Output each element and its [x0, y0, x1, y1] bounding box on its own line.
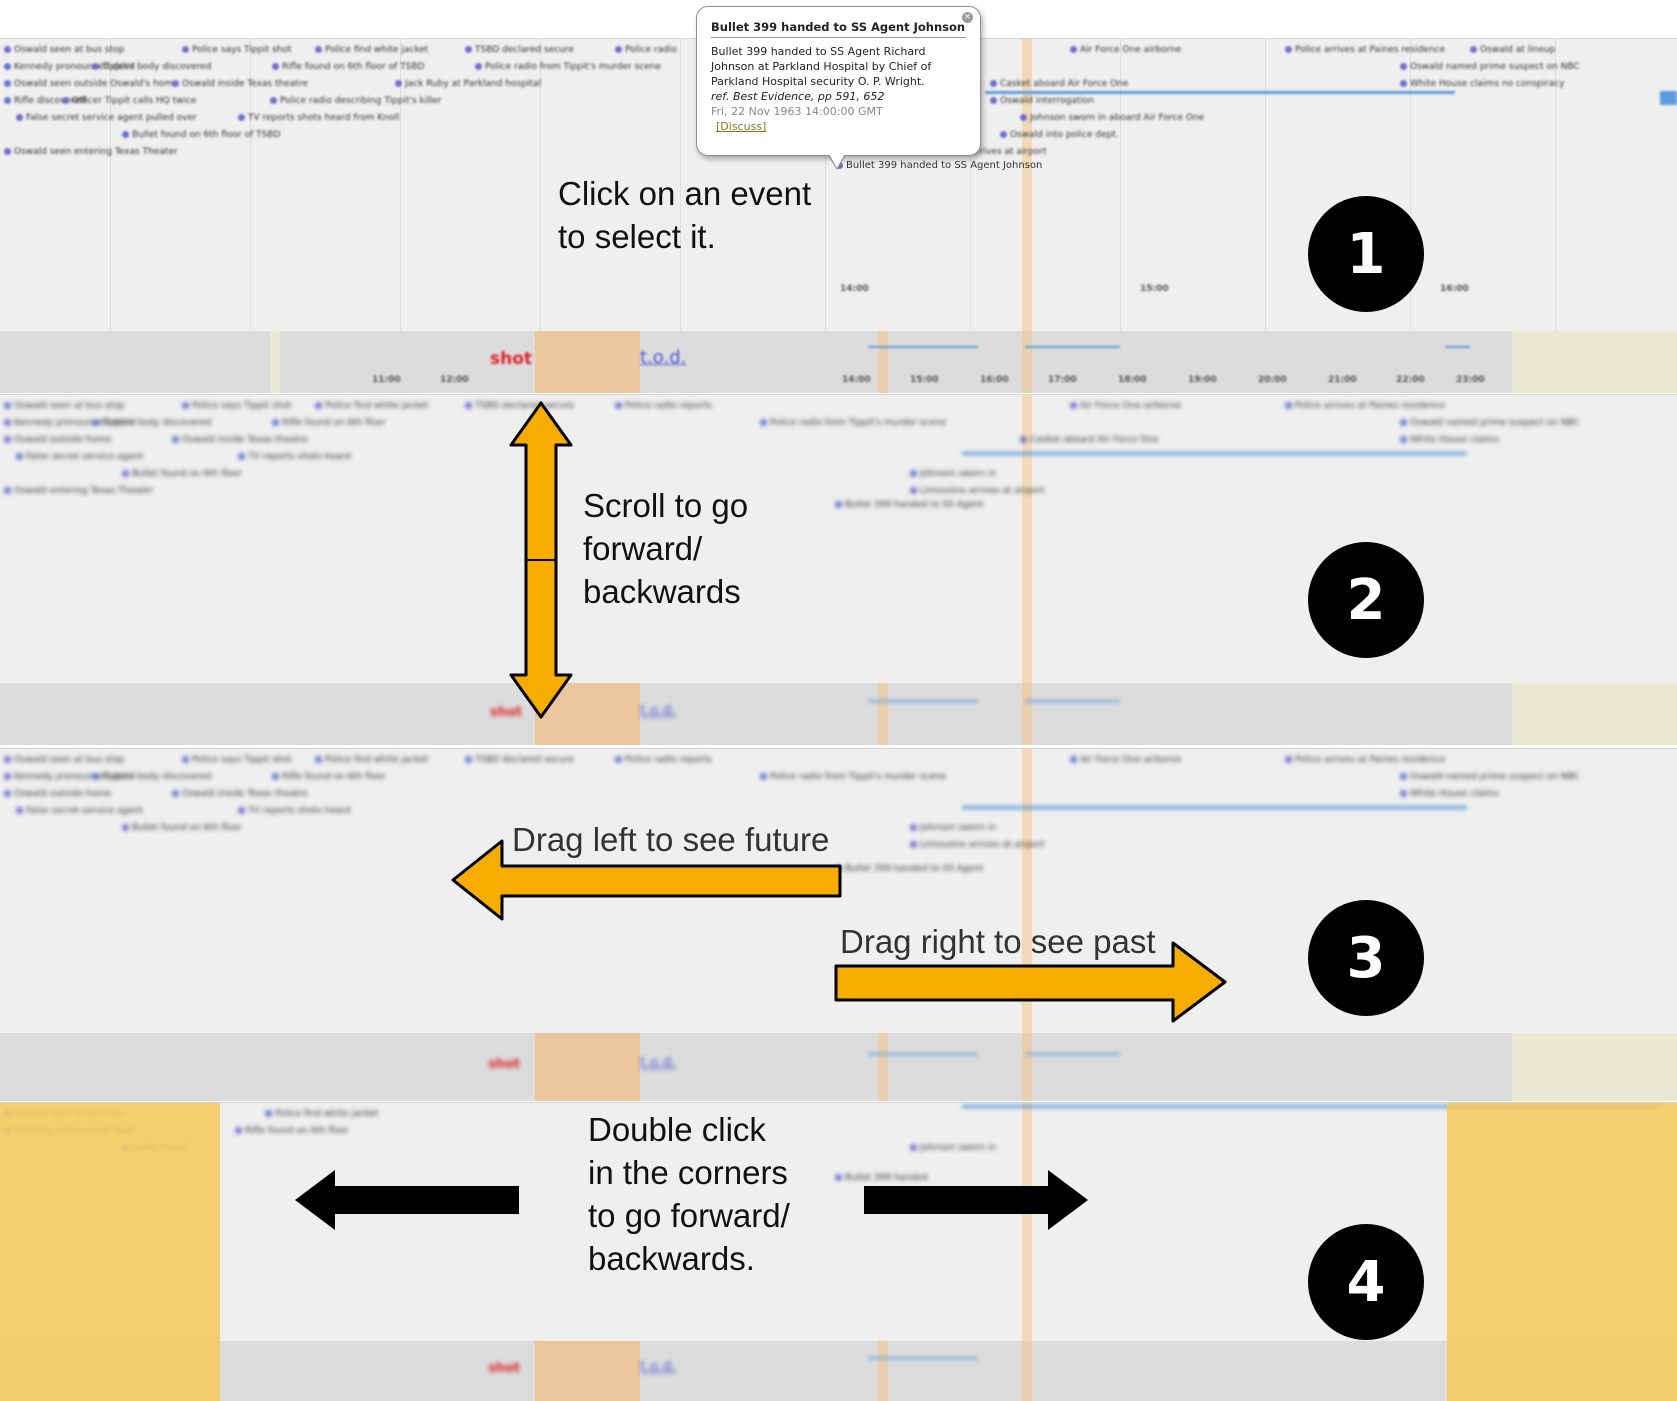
event-item[interactable]: Bullet found on 6th floor of TSBD	[122, 130, 280, 140]
event-item[interactable]: Rifle found on 6th floor of TSBD	[272, 62, 424, 72]
event-item[interactable]: Limousine arrives at airport	[912, 147, 1047, 157]
event-item[interactable]: Tippit's body discovered	[92, 62, 211, 72]
event-item[interactable]: TSBD declared secure	[465, 45, 574, 55]
step-4-badge: 4	[1308, 1224, 1424, 1340]
timeline-panel-2[interactable]: Oswald seen at bus stop Police says Tipp…	[0, 394, 1677, 745]
event-item[interactable]: Police radio from Tippit's murder scene	[475, 62, 661, 72]
drag-left-arrow-icon	[451, 839, 842, 921]
event-item[interactable]: Oswald named prime suspect on NBC	[1400, 62, 1580, 72]
step-3-right-text: Drag right to see past	[840, 923, 1156, 960]
event-item[interactable]: Oswald seen entering Texas Theater	[4, 147, 178, 157]
shot-marker[interactable]: shot	[490, 349, 533, 369]
event-item[interactable]: Johnson sworn in aboard Air Force One	[1020, 113, 1204, 123]
event-item[interactable]: Police says Tippit shot	[182, 45, 292, 55]
event-item[interactable]: Casket aboard Air Force One	[990, 79, 1128, 89]
left-corner-zone[interactable]	[0, 1103, 220, 1401]
event-popup: × Bullet 399 handed to SS Agent Johnson …	[696, 6, 981, 156]
event-item[interactable]: Oswald seen at bus stop	[4, 45, 124, 55]
step-4-text: Double click in the corners to go forwar…	[588, 1111, 790, 1277]
event-item[interactable]: Oswald interrogation	[990, 96, 1094, 106]
step-2-badge: 2	[1308, 542, 1424, 658]
event-item[interactable]: False secret service agent pulled over	[16, 113, 197, 123]
step-3-badge: 3	[1308, 900, 1424, 1016]
arrow-left-icon	[295, 1170, 519, 1230]
timeline-panel-4[interactable]: Oswald seen at bus stop Police find whit…	[0, 1102, 1677, 1401]
popup-title: Bullet 399 handed to SS Agent Johnson	[711, 20, 966, 38]
event-item[interactable]: TV reports shots heard from Knoll	[238, 113, 399, 123]
event-item[interactable]: Kennedy pronounced dead	[4, 62, 135, 72]
event-item[interactable]: Police radio	[615, 45, 677, 55]
event-item[interactable]: Officer Tippit calls HQ twice	[62, 96, 196, 106]
event-item[interactable]: Air Force One airborne	[1070, 45, 1181, 55]
selected-event[interactable]: Bullet 399 handed to SS Agent Johnson	[836, 160, 1042, 171]
time-marker	[1022, 39, 1032, 393]
event-item[interactable]: Oswald into police dept.	[1000, 130, 1119, 140]
event-item[interactable]: Police radio describing Tippit's killer	[270, 96, 442, 106]
event-item[interactable]: Police arrives at Paines residence	[1285, 45, 1445, 55]
step-3-left-text: Drag left to see future	[512, 821, 830, 858]
event-item[interactable]: Rifle discovered	[4, 96, 86, 106]
step-1-badge: 1	[1308, 196, 1424, 312]
popup-date: Fri, 22 Nov 1963 14:00:00 GMT	[711, 105, 883, 118]
tod-link[interactable]: t.o.d.	[640, 347, 687, 368]
close-icon[interactable]: ×	[962, 12, 973, 23]
right-corner-zone[interactable]	[1447, 1103, 1677, 1401]
event-item[interactable]: White House claims no conspiracy	[1400, 79, 1565, 89]
discuss-link[interactable]: [Discuss]	[716, 120, 767, 133]
drag-right-arrow-icon	[834, 941, 1227, 1023]
event-item[interactable]: Jack Ruby at Parkland hospital	[395, 79, 541, 89]
step-1-text: Click on an event to select it.	[558, 175, 812, 255]
event-item[interactable]: Oswald at lineup	[1470, 45, 1555, 55]
step-2-text: Scroll to go forward/ backwards	[583, 487, 749, 610]
timeline-panel-3[interactable]: Oswald seen at bus stop Police says Tipp…	[0, 748, 1677, 1101]
overview-band[interactable]: shot t.o.d. 11:00 12:00 14:00 15:00 16:0…	[0, 331, 1677, 393]
event-item[interactable]: Oswald inside Texas theatre	[172, 79, 308, 89]
arrow-right-icon	[864, 1170, 1088, 1230]
popup-reference: ref. Best Evidence, pp 591, 652	[711, 90, 885, 103]
event-item[interactable]: Police find white jacket	[315, 45, 428, 55]
popup-body: Bullet 399 handed to SS Agent Richard Jo…	[711, 45, 932, 88]
scroll-arrow-icon	[509, 401, 573, 719]
event-item[interactable]: Oswald seen outside Oswald's home	[4, 79, 179, 89]
